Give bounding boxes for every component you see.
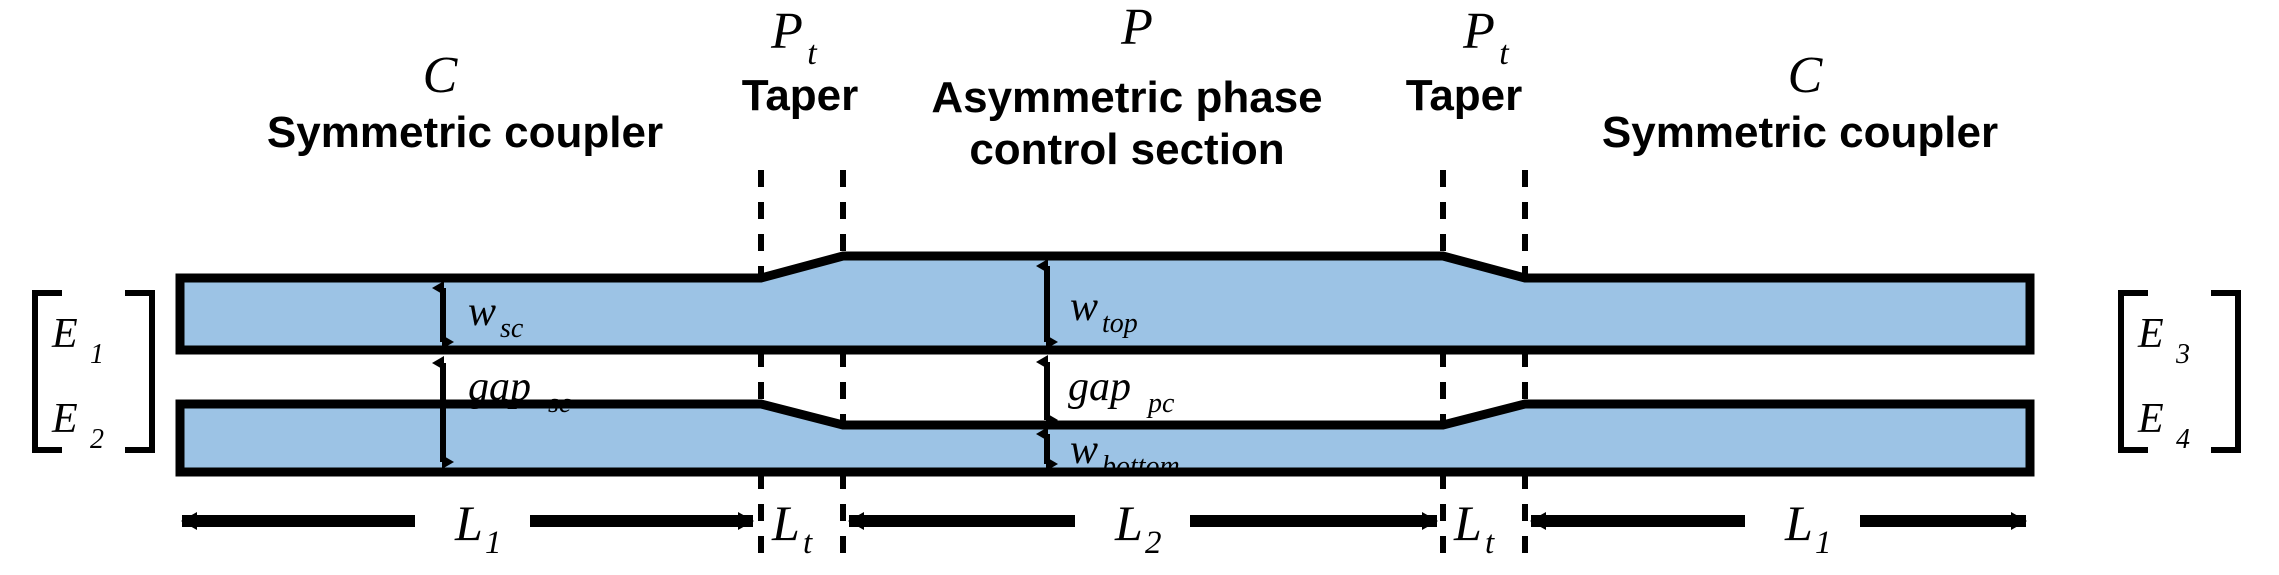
label-taper-symbol-left-subscript: t <box>807 35 818 72</box>
label-coupler-name-right: Symmetric coupler <box>1602 108 1998 157</box>
label-taper-name-left: Taper <box>742 71 859 120</box>
length-label-lt-left-subscript: t <box>803 525 813 561</box>
input-port-bottom-label: E <box>51 396 78 442</box>
output-bracket-open-icon <box>2118 290 2148 453</box>
label-taper-symbol-left: P <box>770 3 803 60</box>
label-coupler-name-left: Symmetric coupler <box>267 108 663 157</box>
length-label-lt-right-subscript: t <box>1485 525 1495 561</box>
label-taper-symbol-right-subscript: t <box>1499 35 1510 72</box>
length-label-l1-right: L <box>1784 495 1813 551</box>
dimension-label-w-sc-subscript: sc <box>500 313 524 344</box>
label-taper-symbol-right: P <box>1462 3 1495 60</box>
output-port-bottom-subscript: 4 <box>2176 424 2190 455</box>
dimension-label-gap-pc: gap <box>1068 364 1131 410</box>
label-phase-name-line2: control section <box>969 125 1284 174</box>
output-port-bottom-label: E <box>2137 396 2164 442</box>
length-label-l2-subscript: 2 <box>1145 525 1162 561</box>
label-phase-name-line1: Asymmetric phase <box>931 73 1322 122</box>
dimension-label-w-bottom: w <box>1070 427 1098 473</box>
output-port-vector: E 3 E 4 <box>2118 290 2241 455</box>
bottom-waveguide <box>175 399 2035 477</box>
dimension-label-gap-pc-subscript: pc <box>1146 388 1175 419</box>
dimension-label-gap-sc: gap <box>468 364 531 410</box>
input-port-bottom-subscript: 2 <box>90 424 104 455</box>
label-taper-name-right: Taper <box>1406 71 1523 120</box>
output-port-top-label: E <box>2137 311 2164 357</box>
output-port-top-subscript: 3 <box>2175 339 2190 370</box>
label-coupler-symbol-right: C <box>1788 47 1824 104</box>
dimension-label-w-sc: w <box>468 289 496 335</box>
length-label-lt-left: L <box>771 495 800 551</box>
input-bracket-close-icon <box>125 290 155 453</box>
label-coupler-symbol-left: C <box>423 47 459 104</box>
length-label-lt-right: L <box>1453 495 1482 551</box>
dimension-label-w-bottom-subscript: bottom <box>1102 451 1180 482</box>
label-phase-symbol: P <box>1120 0 1153 56</box>
length-label-l1-left: L <box>454 495 483 551</box>
input-port-top-label: E <box>51 311 78 357</box>
dimension-label-w-top-subscript: top <box>1102 308 1138 339</box>
dimension-label-w-top: w <box>1070 284 1098 330</box>
input-port-vector: E 1 E 2 <box>32 290 155 455</box>
dimension-label-gap-sc-subscript: sc <box>548 388 572 419</box>
length-label-l1-left-subscript: 1 <box>485 525 502 561</box>
input-port-top-subscript: 1 <box>90 339 104 370</box>
input-bracket-open-icon <box>32 290 62 453</box>
output-bracket-close-icon <box>2211 290 2241 453</box>
length-label-l2: L <box>1114 495 1143 551</box>
length-label-l1-right-subscript: 1 <box>1815 525 1832 561</box>
